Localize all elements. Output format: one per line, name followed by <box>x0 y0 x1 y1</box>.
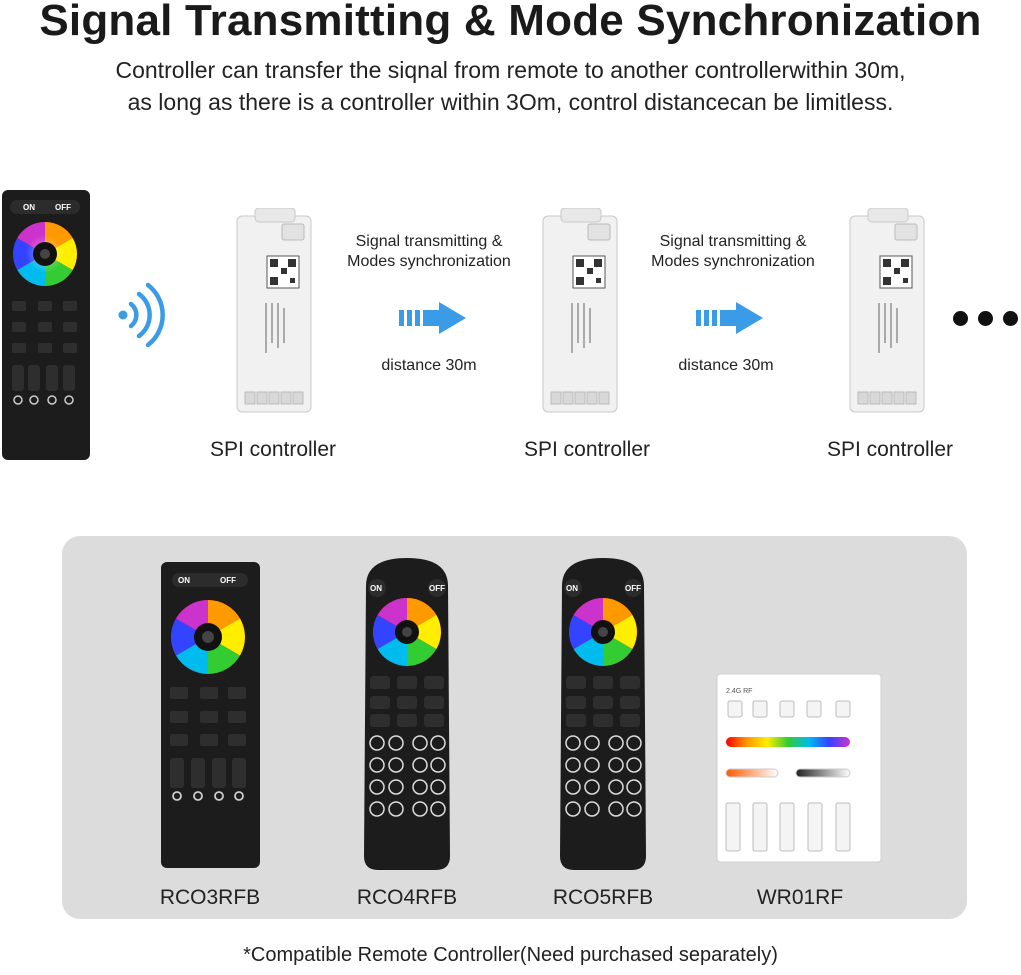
link-2-text: Signal transmitting & Modes synchronizat… <box>623 232 843 272</box>
page-title: Signal Transmitting & Mode Synchronizati… <box>39 0 982 45</box>
rco3rfb-off: OFF <box>220 576 236 585</box>
link-1-distance: distance 30m <box>381 357 477 374</box>
link-2-distance: distance 30m <box>678 357 774 374</box>
wall-panel-wr01rf: 2.4G RF <box>716 673 882 863</box>
color-wheel-icon <box>13 222 77 286</box>
remote-rco5rfb: ON OFF <box>560 558 646 870</box>
rco5rfb-on: ON <box>566 584 578 593</box>
link-2-line2: Modes synchronization <box>651 253 815 270</box>
arrow-right-icon <box>399 302 466 334</box>
color-wheel-icon <box>171 600 245 674</box>
spi-controller-1 <box>236 208 312 413</box>
main-remote-off: OFF <box>55 203 71 212</box>
subtitle-line-1: Controller can transfer the siqnal from … <box>115 57 906 83</box>
link-2-line1: Signal transmitting & <box>659 233 807 250</box>
link-1-line2: Modes synchronization <box>347 253 511 270</box>
controller-label-3: SPI controller <box>826 438 954 461</box>
controller-label-2: SPI controller <box>523 438 651 461</box>
wr01rf-badge: 2.4G RF <box>726 688 752 695</box>
controller-label-1: SPI controller <box>209 438 337 461</box>
spi-controller-3 <box>849 208 925 413</box>
remote-rco4rfb: ON OFF <box>364 558 450 870</box>
arrow-right-icon <box>696 302 763 334</box>
remote-rco3rfb: ON OFF <box>161 562 260 868</box>
rco3rfb-on: ON <box>178 576 190 585</box>
link-1-text: Signal transmitting & Modes synchronizat… <box>319 232 539 272</box>
spi-controller-2 <box>542 208 618 413</box>
color-wheel-icon <box>569 598 637 666</box>
remote-name-rco5rfb: RCO5RFB <box>552 886 654 909</box>
remote-name-rco3rfb: RCO3RFB <box>159 886 261 909</box>
rco4rfb-off: OFF <box>429 584 445 593</box>
remote-name-rco4rfb: RCO4RFB <box>356 886 458 909</box>
footnote: *Compatible Remote Controller(Need purch… <box>243 944 778 966</box>
ellipsis-dot <box>1003 311 1018 326</box>
remote-name-wr01rf: WR01RF <box>756 886 844 909</box>
rco4rfb-on: ON <box>370 584 382 593</box>
subtitle-line-2: as long as there is a controller within … <box>127 89 894 115</box>
ellipsis-dot <box>978 311 993 326</box>
rco5rfb-off: OFF <box>625 584 641 593</box>
link-1-line1: Signal transmitting & <box>355 233 503 250</box>
color-wheel-icon <box>373 598 441 666</box>
wireless-signal-icon <box>118 282 165 348</box>
ellipsis-dot <box>953 311 968 326</box>
main-remote-on: ON <box>23 203 35 212</box>
main-remote: ON OFF <box>2 190 90 460</box>
